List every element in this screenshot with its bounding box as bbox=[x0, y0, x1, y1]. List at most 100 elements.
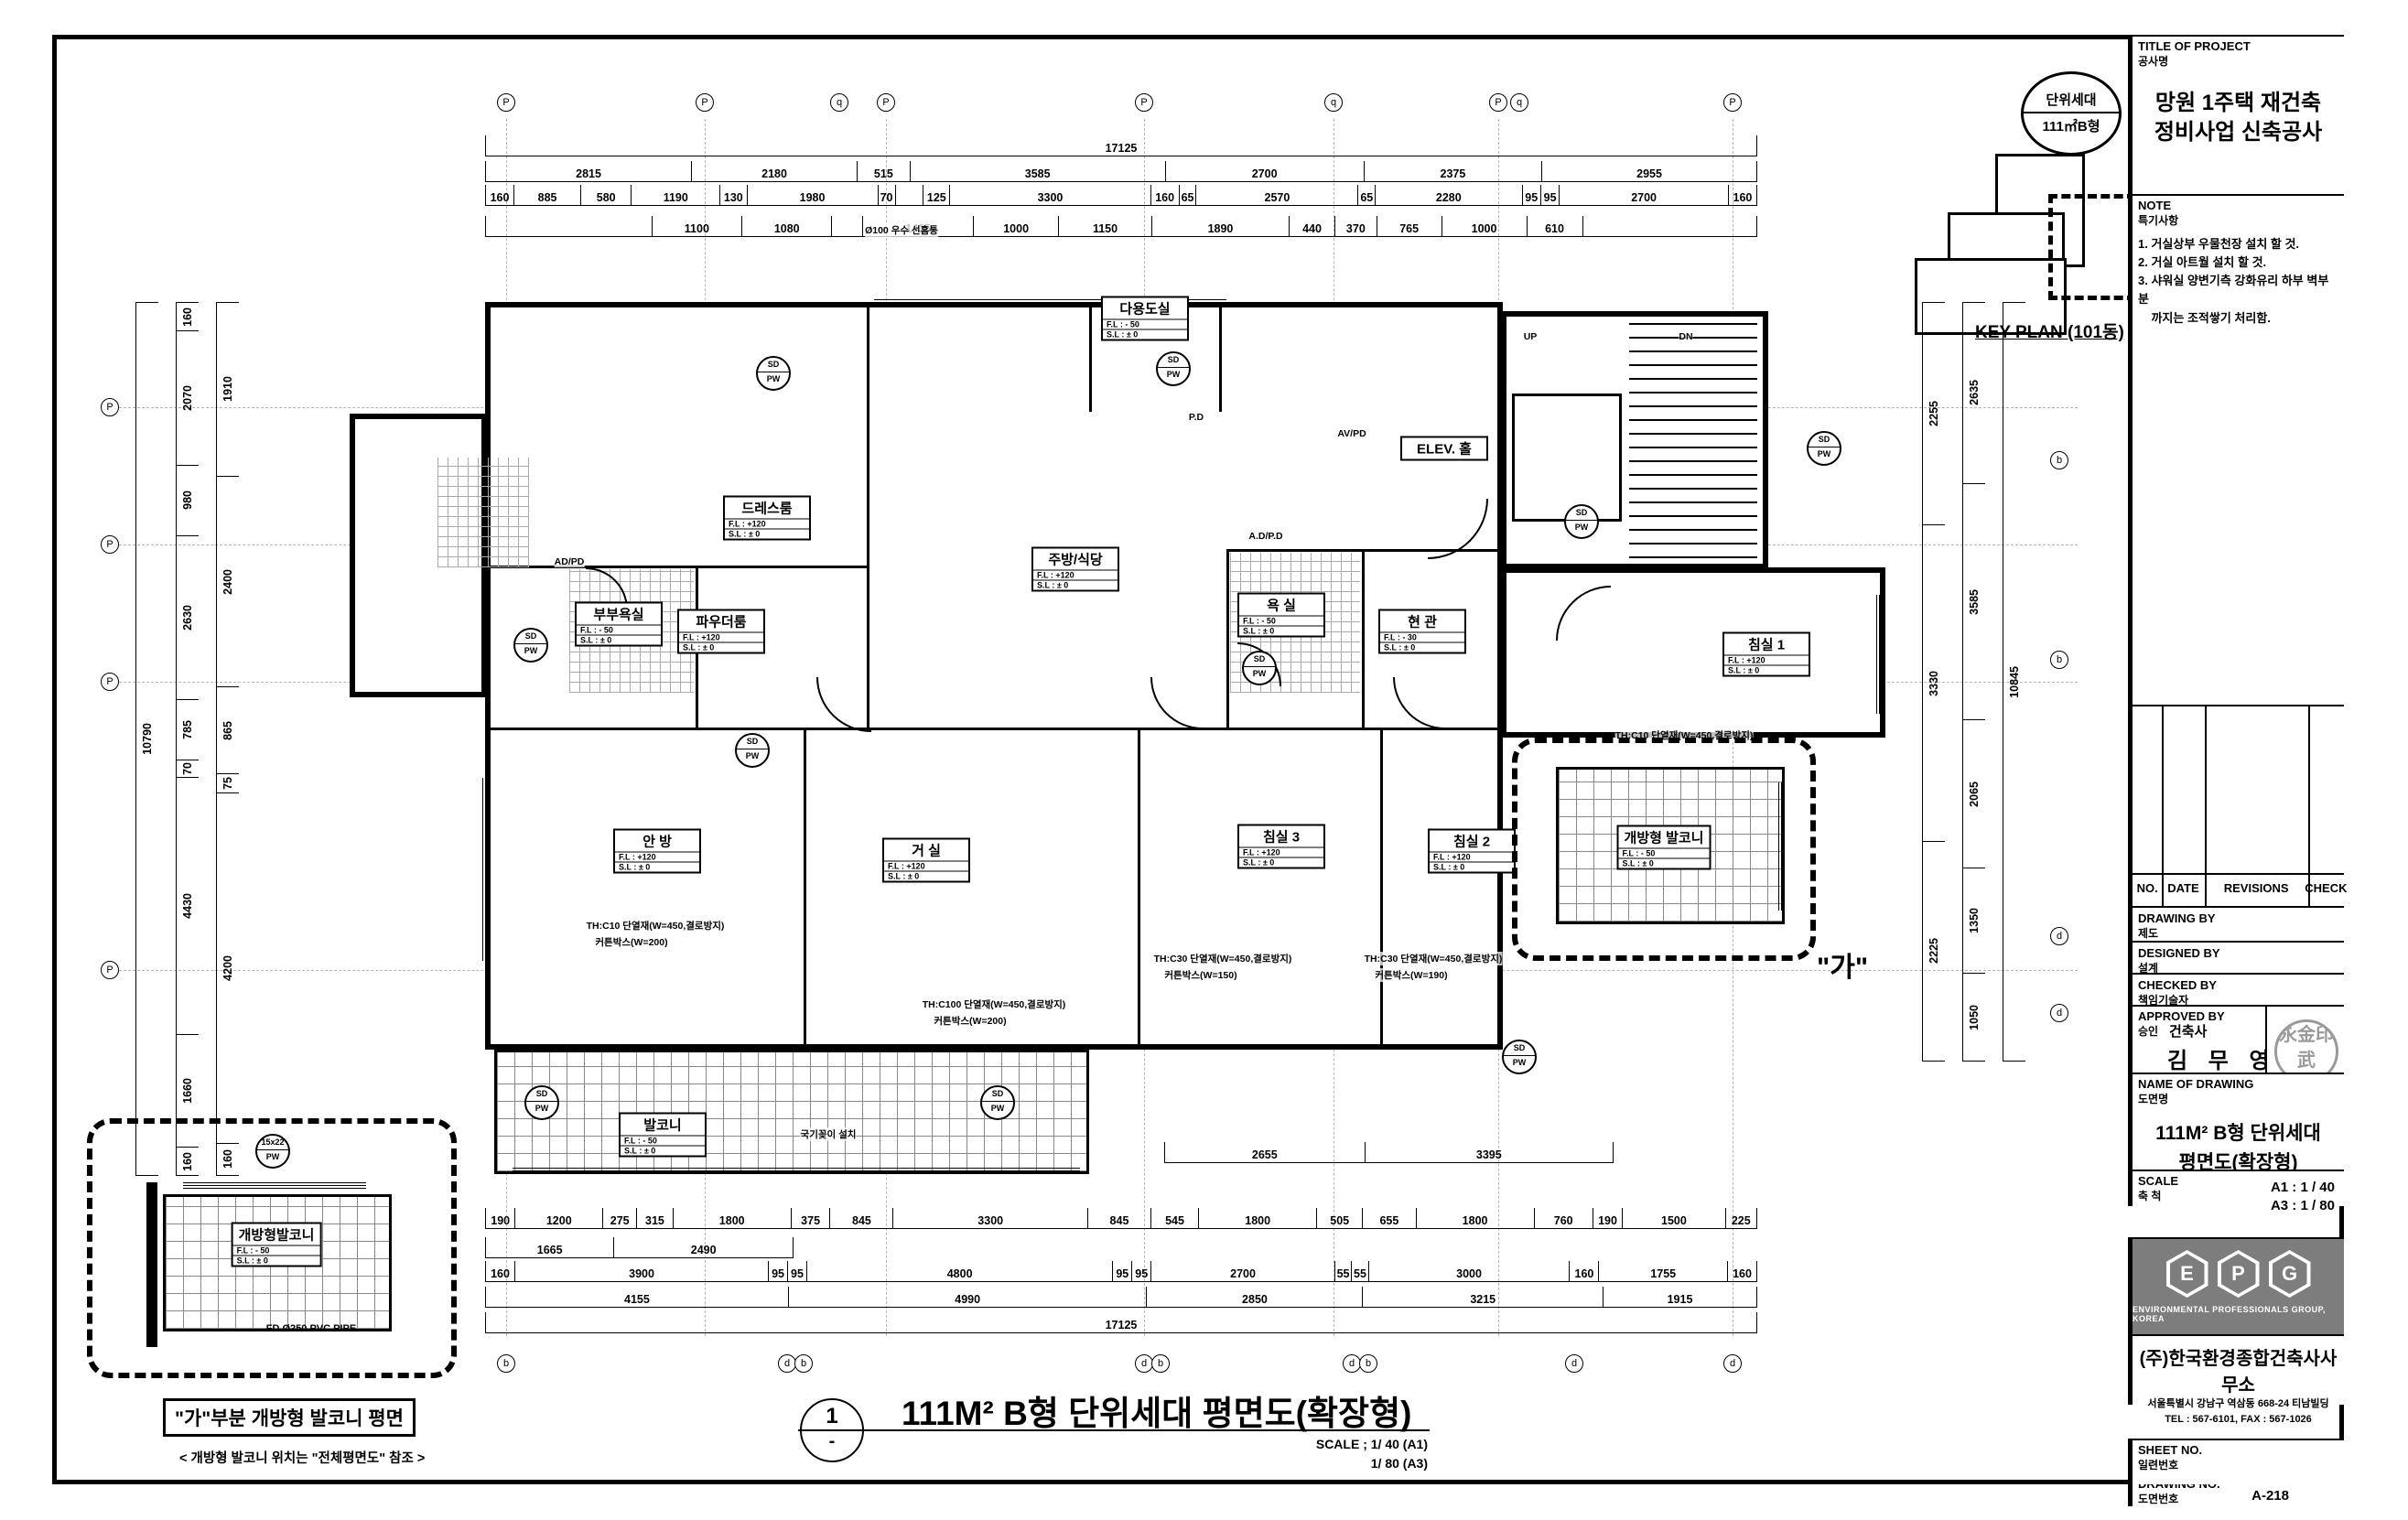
keyplan-caption: KEY PLAN (101동) bbox=[1975, 323, 2124, 342]
dim-segment: 160 bbox=[177, 1147, 199, 1177]
dim-segment: 65 bbox=[1178, 185, 1196, 205]
dim-segment: 375 bbox=[790, 1208, 830, 1228]
partition bbox=[1138, 728, 1140, 1050]
grid-marker: q bbox=[830, 93, 848, 112]
note-header-ko: 특기사항 bbox=[2138, 214, 2179, 227]
dim-segment: 1050 bbox=[1963, 972, 1985, 1062]
dim-segment: 10790 bbox=[136, 302, 158, 1176]
window bbox=[513, 1168, 1080, 1174]
dim-segment: 95 bbox=[1131, 1261, 1150, 1281]
dim-segment: 2225 bbox=[1923, 840, 1945, 1062]
badge-bottom-label: 111㎡B형 bbox=[2024, 112, 2119, 135]
dim-segment: 580 bbox=[580, 185, 631, 205]
partition bbox=[804, 728, 806, 1050]
dim-segment: 2180 bbox=[691, 161, 857, 181]
partition bbox=[1380, 728, 1383, 1050]
dim-segment: 845 bbox=[1087, 1208, 1150, 1228]
grid-marker: d bbox=[1343, 1354, 1361, 1373]
window bbox=[874, 299, 1226, 306]
dim-segment bbox=[1582, 216, 1758, 236]
dim-segment: 130 bbox=[719, 185, 746, 205]
dim-segment: 160 bbox=[217, 1142, 239, 1177]
dim-segment: 440 bbox=[1288, 216, 1334, 236]
dim-segment: 1000 bbox=[973, 216, 1058, 236]
dim-segment: 3900 bbox=[514, 1261, 768, 1281]
annotation: UP bbox=[1523, 331, 1538, 342]
dim-segment: 95 bbox=[1539, 185, 1559, 205]
tb-approved-by: APPROVED BY 승인 건축사 김 무 영 永金印武 bbox=[2128, 1005, 2344, 1083]
tag-bottom-label: PW bbox=[265, 1152, 280, 1161]
dim-segment: 17125 bbox=[485, 135, 1757, 156]
title-underline bbox=[798, 1429, 1430, 1431]
detail-wall bbox=[146, 1182, 157, 1347]
dim-segment: 160 bbox=[485, 1261, 514, 1281]
dim-segment: 2700 bbox=[1150, 1261, 1334, 1281]
dim-segment: 2570 bbox=[1195, 185, 1357, 205]
window-tag: 15x22 PW bbox=[255, 1134, 290, 1169]
dim-segment: 315 bbox=[636, 1208, 672, 1228]
dim-row-top-inner: 1100108014351000115018904403707651000610 bbox=[485, 216, 1758, 237]
firm-tel: TEL : 567-6101, FAX : 567-1026 bbox=[2165, 1413, 2312, 1425]
dim-segment: 95 bbox=[787, 1261, 806, 1281]
grid-marker: d bbox=[1723, 1354, 1742, 1373]
annotation: 커튼박스(W=150) bbox=[1164, 968, 1237, 982]
dim-segment: 160 bbox=[485, 185, 513, 205]
dim-segment: 2635 bbox=[1963, 302, 1985, 483]
tb-revisions: NO. DATE REVISIONS CHECK bbox=[2128, 705, 2347, 906]
dim-segment: 4155 bbox=[485, 1287, 788, 1307]
dim-segment: 1800 bbox=[672, 1208, 791, 1228]
room-label: ELEV. 홀 bbox=[1400, 436, 1488, 461]
partition bbox=[1219, 302, 1222, 412]
annotation: 커튼박스(W=190) bbox=[1375, 968, 1448, 982]
dim-segment: 1200 bbox=[514, 1208, 602, 1228]
tb-drawing-name: NAME OF DRAWING 도면명 111M² B형 단위세대 평면도(확장… bbox=[2128, 1073, 2344, 1173]
detail-room-label: 개방형발코니 F.L : - 50 S.L : ± 0 bbox=[231, 1222, 322, 1267]
main-title: 111M² B형 단위세대 평면도(확장형) bbox=[902, 1395, 1412, 1432]
dim-segment: 4430 bbox=[177, 776, 199, 1034]
grid-marker: P bbox=[101, 535, 119, 554]
grid-marker: b bbox=[497, 1354, 515, 1373]
title-bubble: 1 - bbox=[800, 1398, 864, 1462]
room-name: 발코니 bbox=[621, 1115, 705, 1137]
tb-firm: (주)한국환경종합건축사사무소 서울특별시 강남구 역삼동 668-24 티남빌… bbox=[2128, 1334, 2344, 1425]
room-name: 거 실 bbox=[884, 840, 968, 862]
elevator-shaft bbox=[1512, 393, 1622, 522]
dim-segment: 65 bbox=[1357, 185, 1375, 205]
project-header-ko: 공사명 bbox=[2138, 55, 2169, 68]
partition bbox=[485, 728, 1503, 730]
dim-segment: 1500 bbox=[1622, 1208, 1724, 1228]
grid-marker: b bbox=[794, 1354, 813, 1373]
dim-segment bbox=[894, 185, 923, 205]
dim-segment: 545 bbox=[1150, 1208, 1198, 1228]
annotation: TH:C30 단열재(W=450,결로방지) bbox=[1153, 952, 1292, 965]
grid-marker: d bbox=[2050, 927, 2068, 945]
annotation: TH:C100 단열재(W=450,결로방지) bbox=[922, 997, 1066, 1011]
scale-values: A1 : 1 / 40 A3 : 1 / 80 bbox=[2270, 1180, 2335, 1214]
dim-segment: 2490 bbox=[613, 1237, 794, 1257]
dim-segment: 2700 bbox=[1164, 161, 1364, 181]
room-name: 침실 1 bbox=[1724, 634, 1809, 656]
grid-marker: d bbox=[1135, 1354, 1153, 1373]
room-name: 드레스룸 bbox=[725, 498, 809, 520]
dim-segment: 785 bbox=[177, 698, 199, 760]
dim-segment: 3000 bbox=[1367, 1261, 1570, 1281]
detail-window bbox=[183, 1182, 366, 1189]
project-header-en: TITLE OF PROJECT bbox=[2138, 39, 2251, 53]
grid-marker: P bbox=[696, 93, 714, 112]
dim-segment bbox=[831, 216, 862, 236]
dim-segment: 1800 bbox=[1198, 1208, 1316, 1228]
tb-drawing-by: DRAWING BY 제도 bbox=[2128, 906, 2344, 941]
annotation: 커튼박스(W=200) bbox=[595, 935, 668, 949]
dim-segment: 1350 bbox=[1963, 867, 1985, 973]
